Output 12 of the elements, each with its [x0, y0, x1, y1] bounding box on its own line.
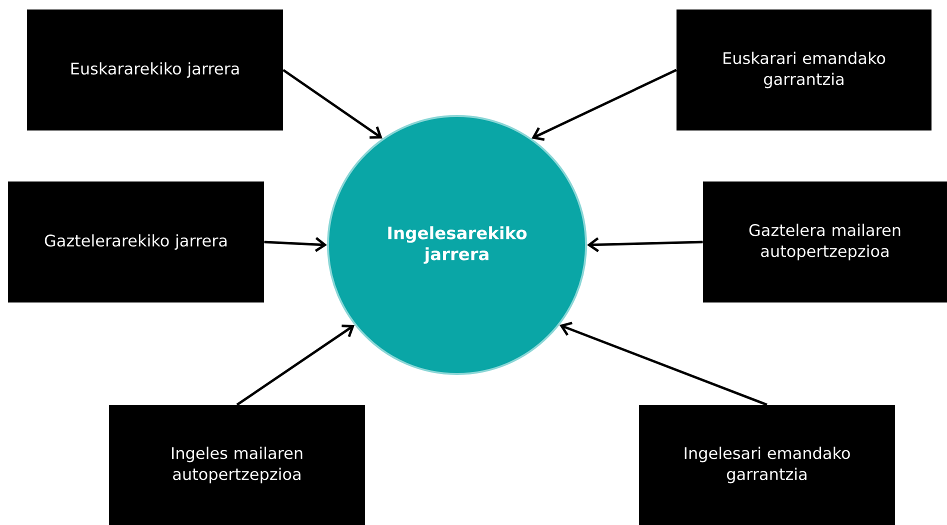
arrow — [282, 68, 382, 139]
arrow — [236, 324, 355, 406]
text-box: Ingeles mailaren autopertzepzioa — [109, 405, 365, 525]
text-box: Gaztelera mailaren autopertzepzioa — [703, 182, 947, 302]
text-box: Euskararekiko jarrera — [27, 10, 283, 130]
text-box: Gaztelerarekiko jarrera — [8, 182, 264, 302]
arrow — [587, 237, 703, 252]
arrow — [532, 68, 677, 141]
arrow — [559, 322, 768, 406]
arrow — [264, 237, 327, 252]
text-box: Euskarari emandako garrantzia — [676, 10, 932, 130]
text-box: Ingelesari emandako garrantzia — [639, 405, 895, 525]
